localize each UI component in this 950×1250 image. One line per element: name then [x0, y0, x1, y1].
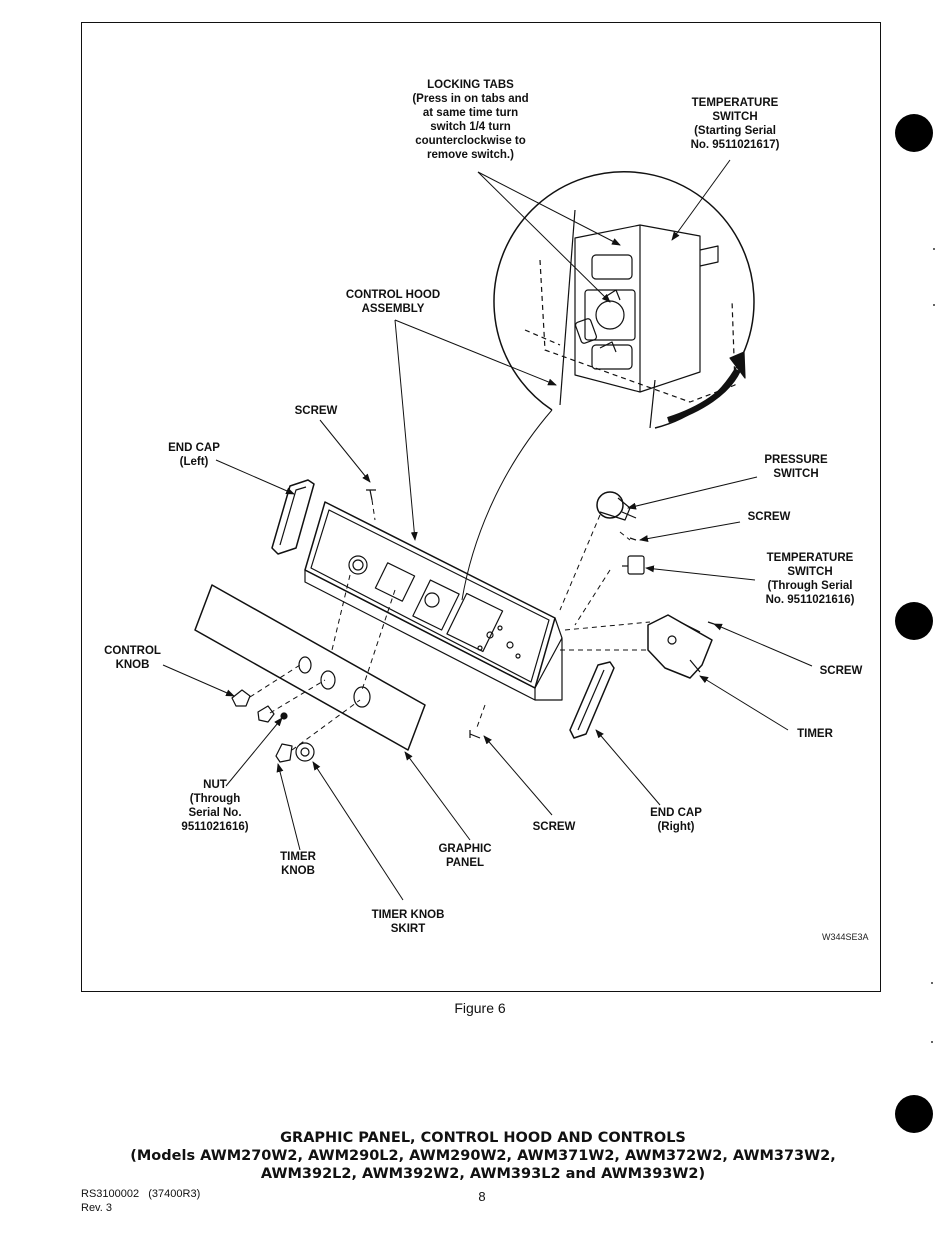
label-control-knob: CONTROL KNOB — [104, 645, 161, 671]
figure-frame — [81, 22, 881, 992]
label-locking-tabs: LOCKING TABS (Press in on tabs and at sa… — [412, 79, 529, 161]
page-title-line-1: GRAPHIC PANEL, CONTROL HOOD AND CONTROLS — [280, 1130, 686, 1146]
label-temperature-switch-top: TEMPERATURE SWITCH (Starting Serial No. … — [690, 97, 780, 151]
leader-lines — [162, 159, 813, 901]
label-screw-right-2: SCREW — [819, 665, 863, 677]
scan-speck — [933, 304, 935, 306]
label-nut: NUT (Through Serial No. 9511021616) — [181, 779, 249, 833]
timer-knob — [275, 743, 293, 763]
label-graphic-panel: GRAPHIC PANEL — [438, 843, 492, 869]
screw-bottom — [469, 730, 481, 739]
revision: Rev. 3 — [81, 1202, 112, 1214]
label-timer: TIMER — [797, 728, 833, 740]
assembly-lines — [249, 499, 651, 751]
drawing-code: W344SE3A — [822, 932, 869, 942]
label-timer-knob: TIMER KNOB — [280, 851, 316, 877]
end-cap-right — [569, 661, 615, 739]
label-screw-right-1: SCREW — [747, 511, 791, 523]
label-screw-top: SCREW — [294, 405, 338, 417]
label-end-cap-right: END CAP (Right) — [650, 807, 702, 833]
scan-speck — [933, 248, 935, 250]
label-timer-knob-skirt: TIMER KNOB SKIRT — [371, 909, 445, 935]
timer — [647, 614, 713, 679]
doc-number: RS3100002 (37400R3) — [81, 1188, 201, 1200]
binder-hole-top — [895, 114, 933, 152]
pressure-switch — [596, 491, 637, 521]
exploded-parts-diagram — [162, 159, 813, 901]
footer-doc-info: RS3100002 (37400R3) Rev. 3 — [81, 1187, 200, 1215]
control-knob — [231, 689, 275, 723]
label-end-cap-left: END CAP (Left) — [168, 442, 220, 468]
page-title-line-2: (Models AWM270W2, AWM290L2, AWM290W2, AW… — [130, 1148, 836, 1164]
end-cap-left — [271, 479, 315, 555]
binder-hole-bottom — [895, 1095, 933, 1133]
page-title-line-3: AWM392L2, AWM392W2, AWM393L2 and AWM393W… — [260, 1166, 706, 1182]
figure-caption: Figure 6 — [454, 1000, 506, 1016]
scan-speck — [931, 982, 933, 984]
binder-hole-middle — [895, 602, 933, 640]
screw-right-2 — [707, 621, 715, 625]
label-temperature-switch-right: TEMPERATURE SWITCH (Through Serial No. 9… — [765, 552, 855, 606]
control-hood-assembly — [304, 501, 563, 701]
label-control-hood-assembly: CONTROL HOOD ASSEMBLY — [345, 289, 441, 315]
label-pressure-switch: PRESSURE SWITCH — [764, 454, 828, 480]
detail-magnifier-circle — [493, 171, 755, 429]
timer-knob-skirt — [295, 742, 315, 762]
temperature-switch-small — [622, 555, 645, 575]
graphic-panel — [194, 584, 426, 751]
screw-right-1 — [629, 537, 637, 541]
scan-speck — [931, 1041, 933, 1043]
label-screw-bottom: SCREW — [532, 821, 576, 833]
page-number: 8 — [478, 1189, 486, 1204]
screw-top — [366, 489, 376, 501]
